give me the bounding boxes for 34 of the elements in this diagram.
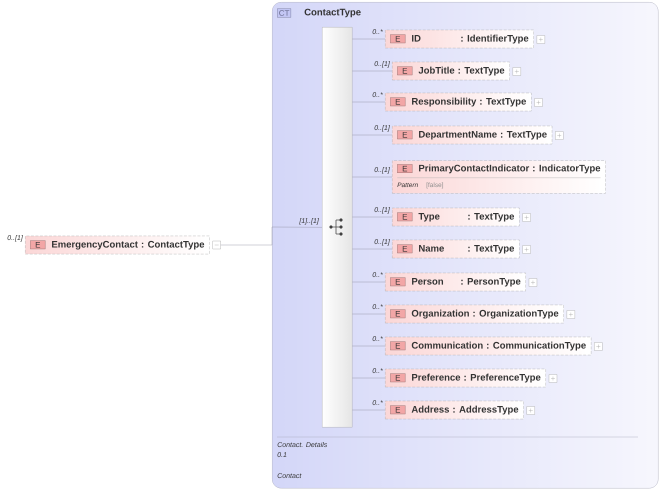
connector-line <box>352 248 392 250</box>
type-badge: CT <box>277 8 292 18</box>
element-badge: E <box>397 164 413 173</box>
connector-line <box>220 226 322 246</box>
element-badge: E <box>30 240 46 250</box>
element-box: E JobTitle : TextType <box>392 62 510 80</box>
connector-line <box>352 176 392 178</box>
element-badge: E <box>390 34 406 44</box>
element-box: E Name : TextType <box>392 240 520 258</box>
element-badge: E <box>390 373 406 382</box>
connector-line <box>352 70 392 72</box>
connector-line <box>352 134 392 136</box>
element-box: E Person : PersonType <box>385 272 526 292</box>
element-badge: E <box>397 244 413 254</box>
element-box: E Type : TextType <box>392 208 520 226</box>
element-badge: E <box>397 66 413 76</box>
element-badge: E <box>390 309 406 318</box>
element-box: E EmergencyContact : ContactType <box>25 236 210 254</box>
element-badge: E <box>397 212 413 222</box>
element-box: E Responsibility : TextType <box>385 92 532 112</box>
element-badge: E <box>390 405 406 414</box>
element-box: E ID : IdentifierType <box>385 30 534 48</box>
element-badge: E <box>390 341 406 350</box>
element-box: E Address : AddressType <box>385 400 524 420</box>
element-box: E Organization : OrganizationType <box>385 304 564 324</box>
element-box: E DepartmentName : TextType <box>392 126 552 144</box>
element-badge: E <box>397 130 413 140</box>
element-box: E Communication : CommunicationType <box>385 336 592 356</box>
sequence-compositor <box>322 27 352 428</box>
element-badge: E <box>390 277 406 286</box>
element-badge: E <box>390 97 406 106</box>
element-box: E Preference : PreferenceType <box>385 368 546 388</box>
connector-line <box>352 216 392 218</box>
connector-line <box>352 38 386 40</box>
